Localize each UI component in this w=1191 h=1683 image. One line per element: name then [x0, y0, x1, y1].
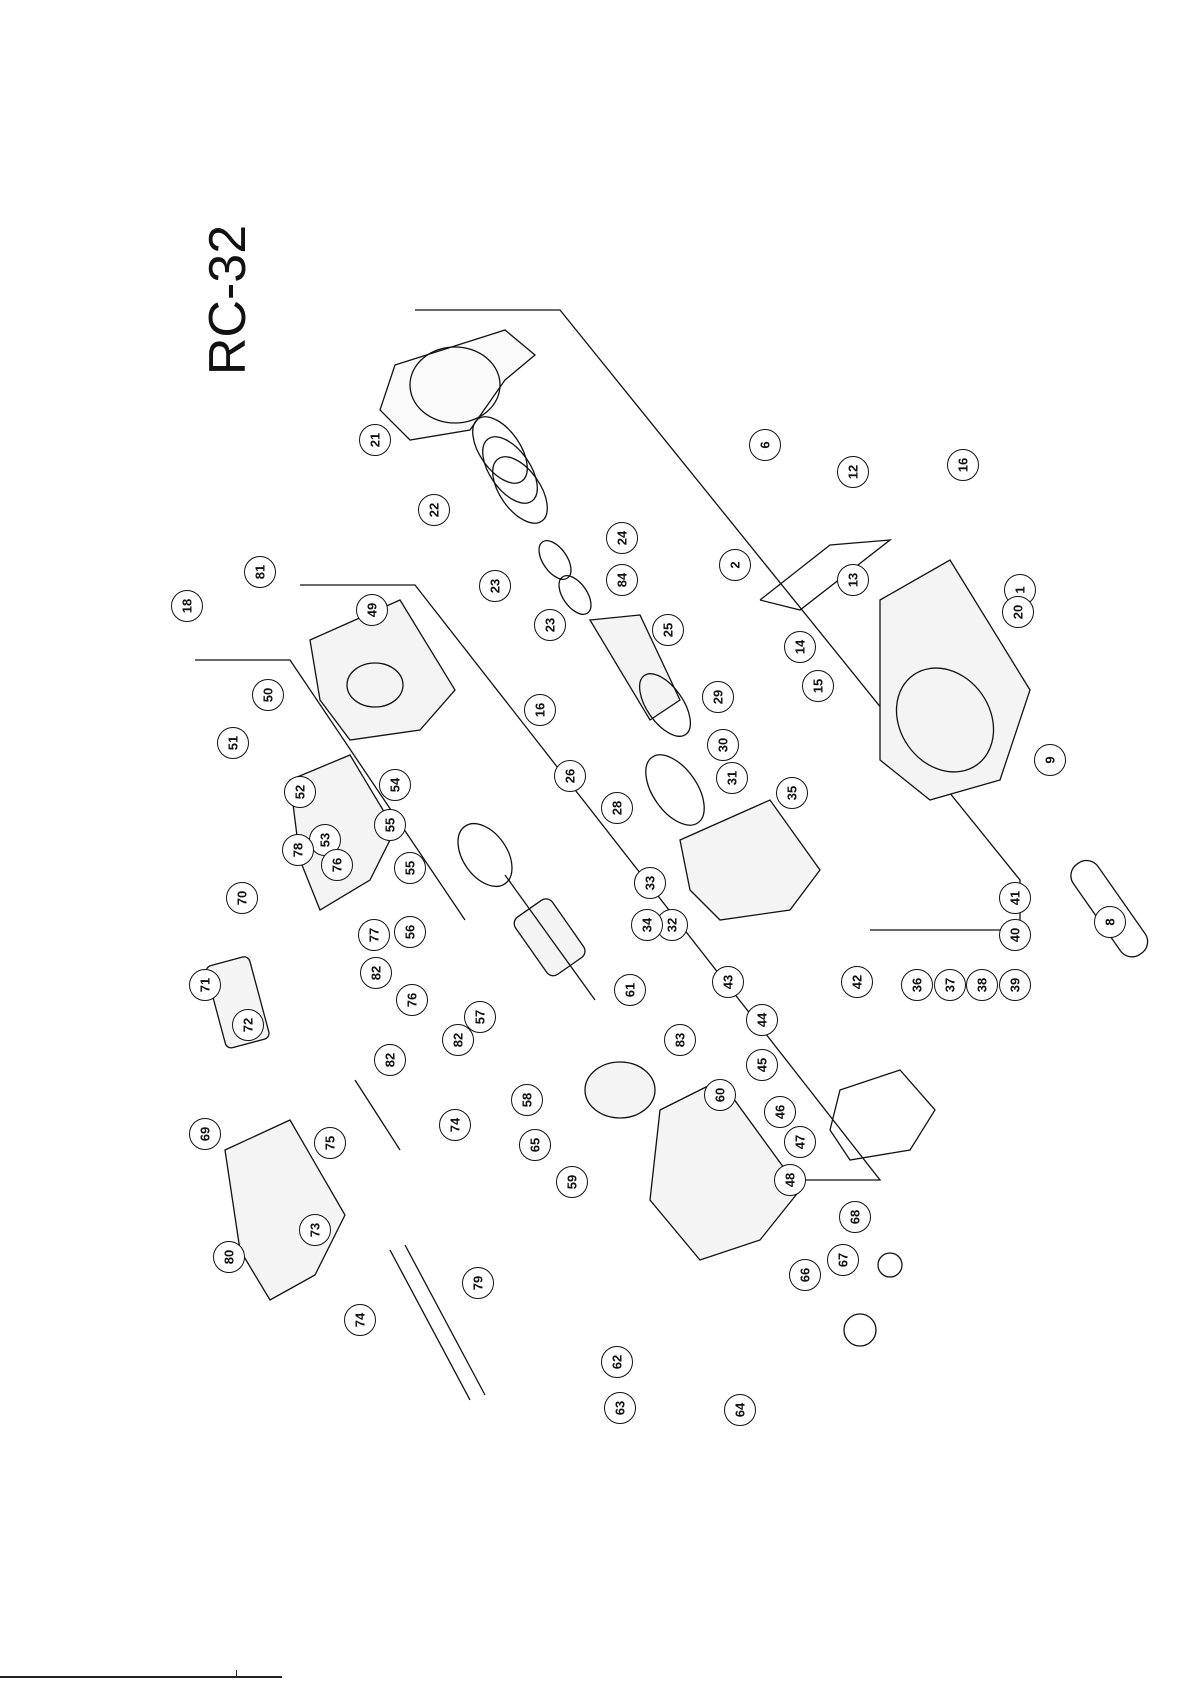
callout-12: 12 — [837, 456, 869, 488]
callout-18: 18 — [171, 590, 203, 622]
callout-59: 59 — [556, 1166, 588, 1198]
piston-part — [590, 615, 700, 745]
o-ring-part — [634, 745, 716, 836]
callout-78: 78 — [282, 834, 314, 866]
callout-60: 60 — [704, 1079, 736, 1111]
callout-74b: 74 — [344, 1304, 376, 1336]
callout-47: 47 — [784, 1126, 816, 1158]
callout-61: 61 — [614, 974, 646, 1006]
callout-23b: 23 — [534, 609, 566, 641]
callout-26: 26 — [554, 760, 586, 792]
ring-part-upper — [533, 535, 578, 585]
callout-38: 38 — [966, 969, 998, 1001]
footer-rule — [0, 1676, 282, 1678]
callout-41: 41 — [999, 882, 1031, 914]
callout-42: 42 — [841, 966, 873, 998]
callout-30: 30 — [707, 729, 739, 761]
callout-46: 46 — [764, 1096, 796, 1128]
callout-52: 52 — [284, 776, 316, 808]
callout-77: 77 — [358, 919, 390, 951]
armature-part — [505, 875, 595, 1000]
callout-2: 2 — [719, 549, 751, 581]
power-cord-part — [390, 1250, 470, 1400]
callout-64: 64 — [724, 1394, 756, 1426]
callout-76b: 76 — [396, 984, 428, 1016]
callout-83: 83 — [664, 1024, 696, 1056]
callout-72: 72 — [232, 1009, 264, 1041]
model-title: RC-32 — [198, 225, 258, 375]
callout-50: 50 — [252, 679, 284, 711]
callout-37: 37 — [934, 969, 966, 1001]
callout-31: 31 — [716, 762, 748, 794]
callout-75: 75 — [314, 1127, 346, 1159]
callout-29: 29 — [702, 681, 734, 713]
callout-21: 21 — [359, 424, 391, 456]
callout-24: 24 — [606, 522, 638, 554]
callout-56: 56 — [394, 916, 426, 948]
callout-58: 58 — [511, 1084, 543, 1116]
callout-66: 66 — [789, 1259, 821, 1291]
callout-9: 9 — [1034, 744, 1066, 776]
callout-8: 8 — [1094, 906, 1126, 938]
callout-67: 67 — [827, 1244, 859, 1276]
cord-sleeve-part — [355, 1080, 400, 1150]
callout-39: 39 — [999, 969, 1031, 1001]
callout-13: 13 — [837, 564, 869, 596]
callout-70: 70 — [226, 882, 258, 914]
callout-23a: 23 — [479, 570, 511, 602]
callout-51: 51 — [217, 727, 249, 759]
callout-82b: 82 — [374, 1044, 406, 1076]
callout-45: 45 — [746, 1049, 778, 1081]
callout-62: 62 — [601, 1346, 633, 1378]
callout-80: 80 — [213, 1241, 245, 1273]
callout-36: 36 — [901, 969, 933, 1001]
cap-part-66 — [844, 1314, 876, 1346]
gasket-plate-part — [380, 330, 535, 440]
spring-part — [462, 407, 558, 532]
callout-14: 14 — [784, 631, 816, 663]
callout-82c: 82 — [442, 1024, 474, 1056]
callout-71: 71 — [189, 969, 221, 1001]
callout-34: 34 — [631, 909, 663, 941]
callout-33: 33 — [634, 867, 666, 899]
callout-20: 20 — [1002, 596, 1034, 628]
callout-74a: 74 — [439, 1109, 471, 1141]
callout-68: 68 — [839, 1201, 871, 1233]
callout-76a: 76 — [321, 849, 353, 881]
callout-49: 49 — [356, 594, 388, 626]
callout-16b: 16 — [524, 694, 556, 726]
callout-15: 15 — [802, 670, 834, 702]
callout-40: 40 — [999, 919, 1031, 951]
callout-82a: 82 — [360, 957, 392, 989]
flange-housing-part — [680, 800, 820, 920]
callout-16a: 16 — [947, 449, 979, 481]
callout-35: 35 — [776, 777, 808, 809]
callout-54: 54 — [379, 769, 411, 801]
callout-73: 73 — [299, 1214, 331, 1246]
callout-43: 43 — [712, 966, 744, 998]
callout-44: 44 — [746, 1004, 778, 1036]
callout-81: 81 — [244, 556, 276, 588]
callout-65: 65 — [519, 1129, 551, 1161]
callout-55b: 55 — [394, 852, 426, 884]
callout-25: 25 — [652, 614, 684, 646]
callout-22: 22 — [418, 494, 450, 526]
callout-84: 84 — [606, 564, 638, 596]
bracket-part — [760, 540, 890, 610]
callout-6: 6 — [749, 429, 781, 461]
cap-part-68 — [878, 1253, 902, 1277]
end-plate-part — [830, 1070, 935, 1160]
field-coil-part — [585, 1062, 655, 1118]
callout-28: 28 — [601, 792, 633, 824]
callout-79: 79 — [462, 1267, 494, 1299]
callout-63: 63 — [604, 1392, 636, 1424]
callout-69: 69 — [189, 1118, 221, 1150]
footer-tick — [236, 1670, 237, 1678]
callout-48: 48 — [774, 1164, 806, 1196]
callout-55a: 55 — [374, 809, 406, 841]
